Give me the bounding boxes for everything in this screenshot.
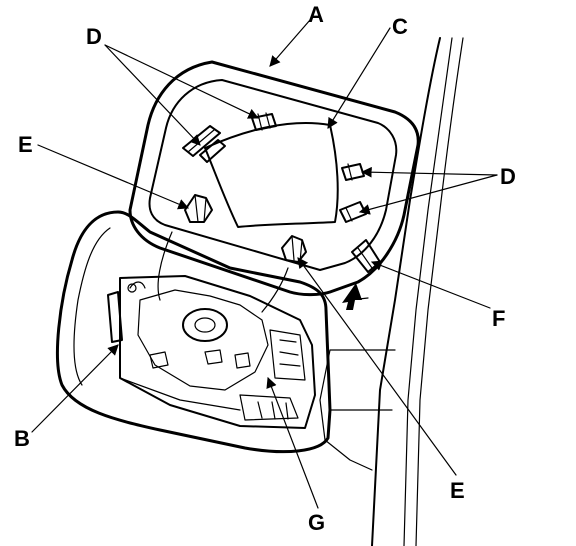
mirror-connector-cables xyxy=(157,231,289,313)
callout-e-bottom: E xyxy=(450,478,465,503)
retaining-clips-e xyxy=(184,194,307,263)
mirror-actuator xyxy=(107,275,316,429)
door-frame xyxy=(319,37,464,546)
callout-g: G xyxy=(308,510,325,535)
callout-d-right: D xyxy=(500,164,516,189)
callout-a: A xyxy=(308,2,324,27)
push-direction-arrow xyxy=(342,283,362,310)
callout-d-top: D xyxy=(86,24,102,49)
callout-c: C xyxy=(392,14,408,39)
mirror-glass xyxy=(204,122,339,228)
callout-b: B xyxy=(14,426,30,451)
callout-e-left: E xyxy=(18,132,33,157)
mirror-holder xyxy=(128,60,420,297)
callout-labels: A C D D E F B E G xyxy=(14,2,516,535)
leader-lines xyxy=(31,19,498,509)
mirror-housing xyxy=(55,210,332,454)
callout-f: F xyxy=(492,306,505,331)
